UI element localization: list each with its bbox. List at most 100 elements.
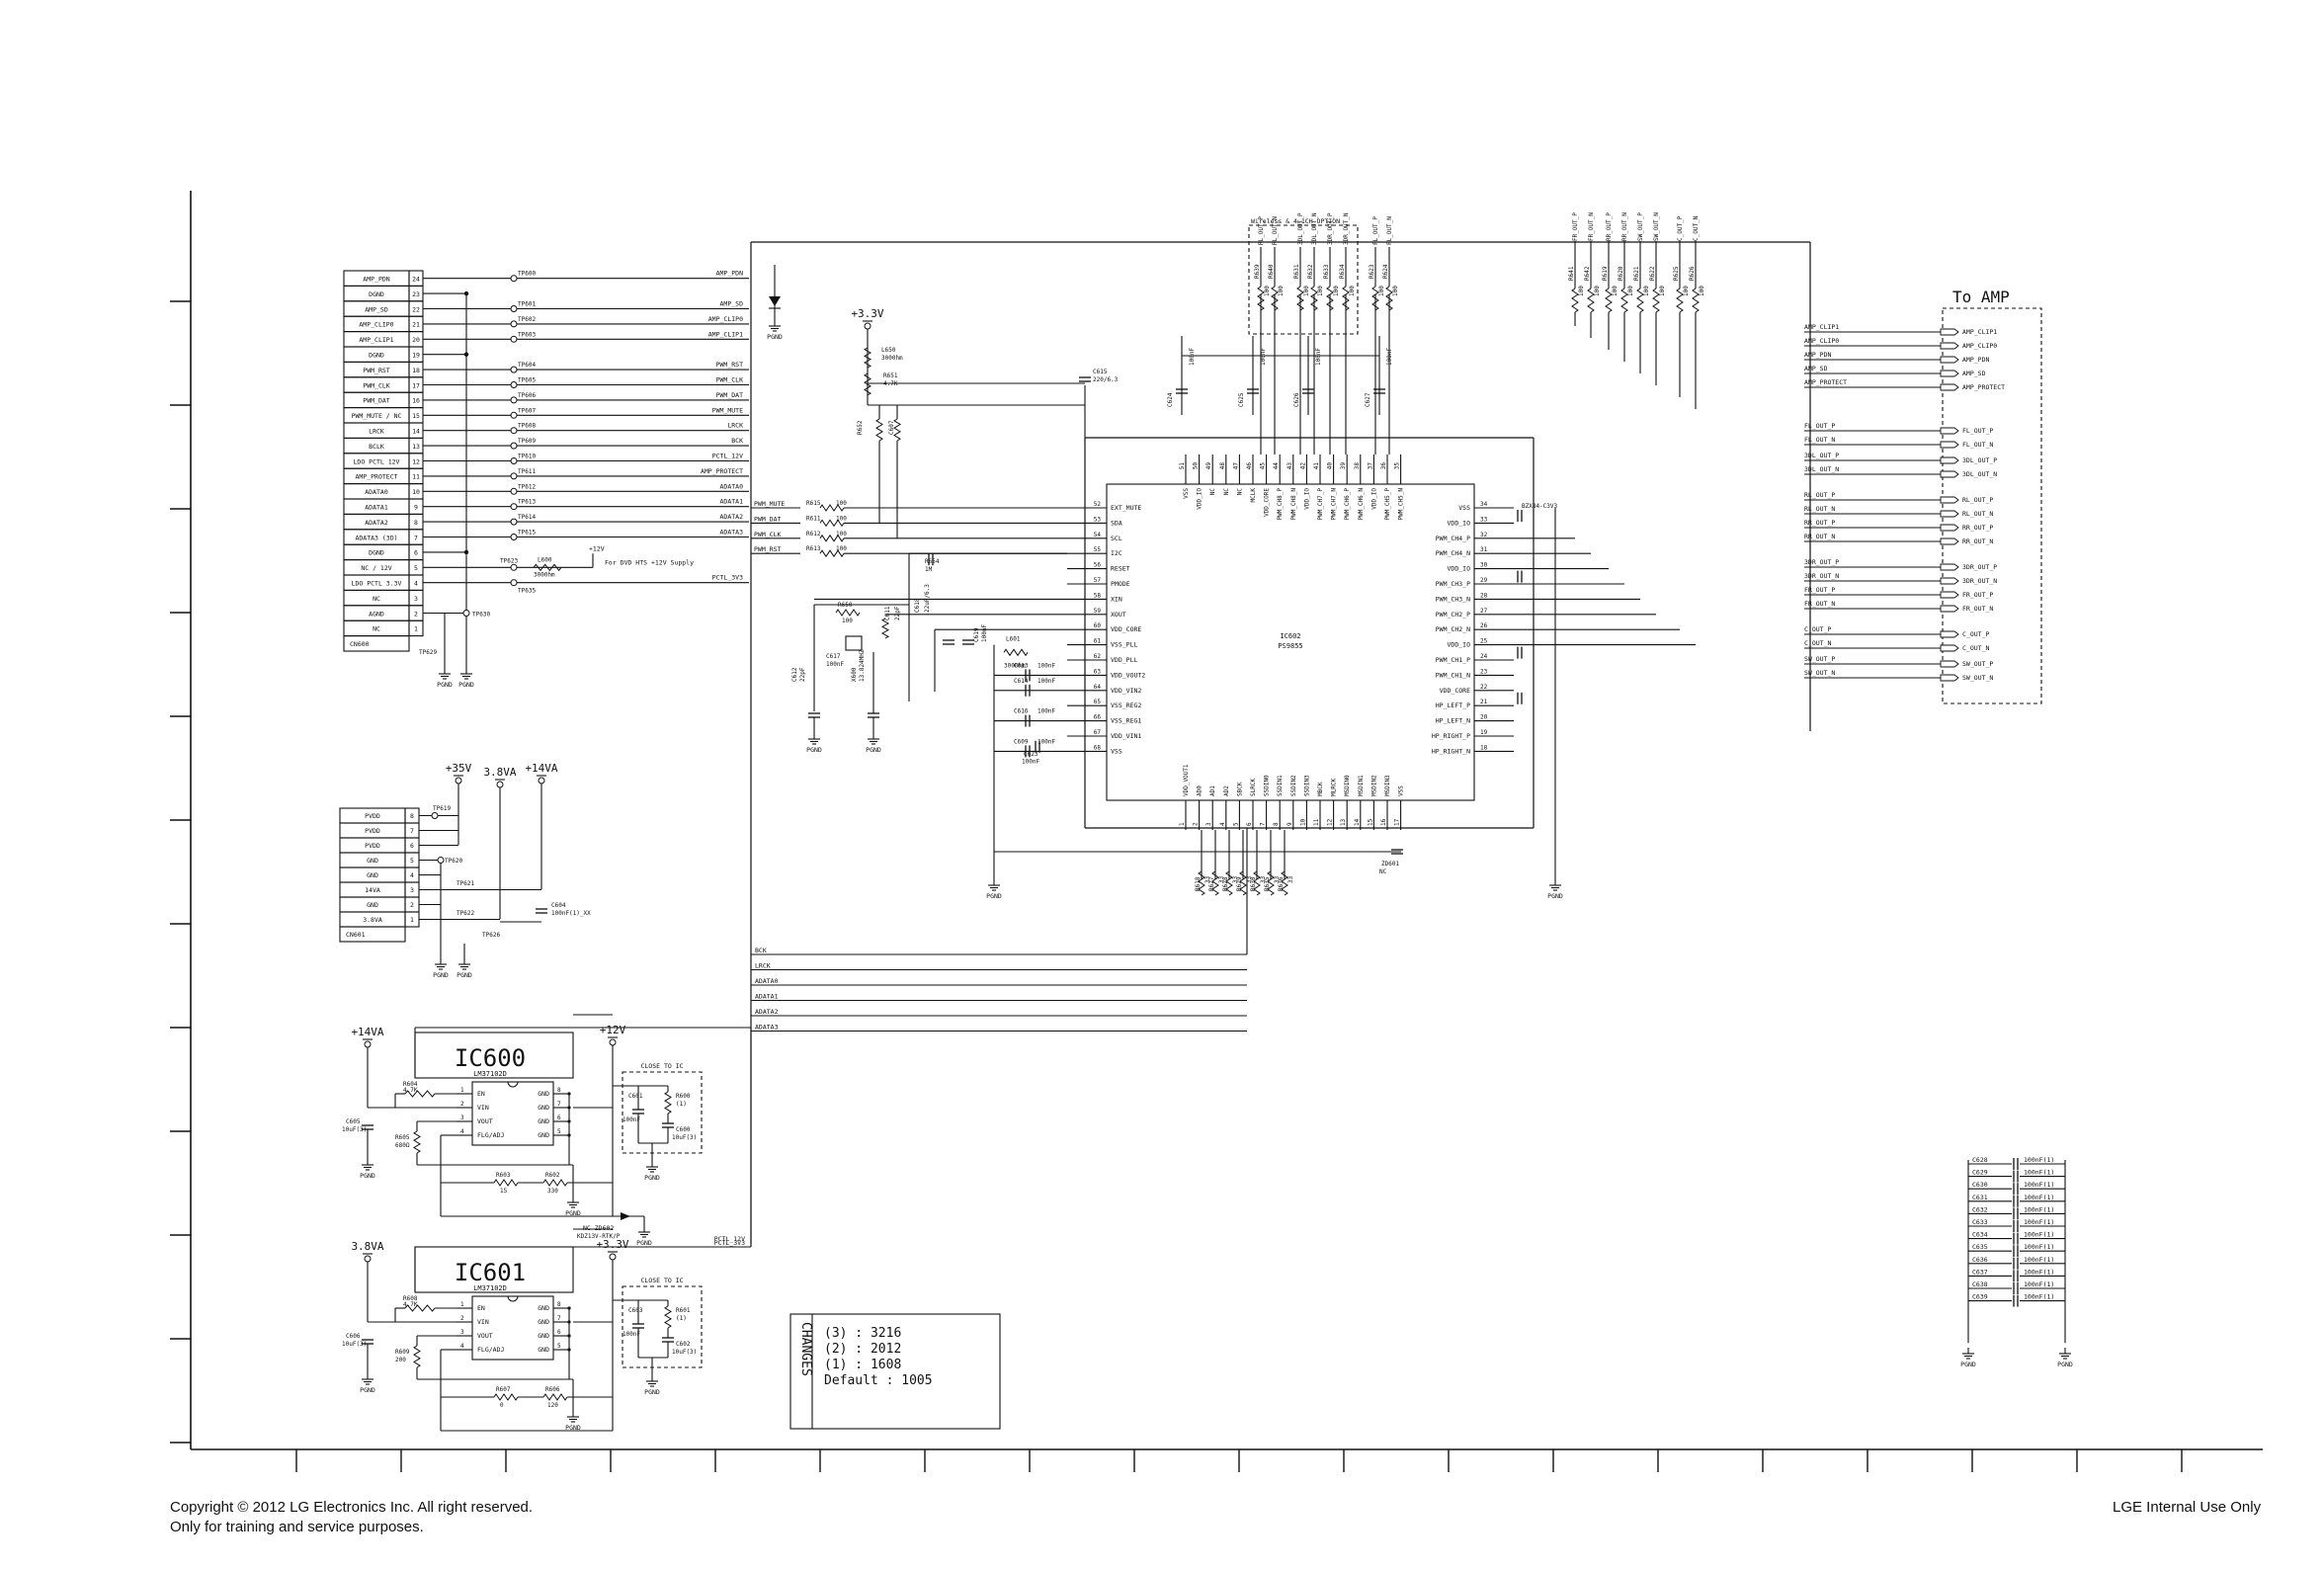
test-point-label: TP614 xyxy=(518,514,536,521)
part-label: C623 xyxy=(1024,751,1038,758)
part-label: C626 xyxy=(1293,392,1300,407)
ic-pin-number: 4 xyxy=(460,1343,464,1350)
part-label: (1) xyxy=(676,1101,687,1108)
ic602-pin-name: VDD_VIN1 xyxy=(1111,732,1141,740)
cn600-pin-number: 24 xyxy=(412,276,420,284)
ground-symbol: PGND xyxy=(360,1373,375,1394)
ic602-pin-number: 39 xyxy=(1340,462,1347,470)
part-label: R604 xyxy=(403,1081,418,1088)
part-label: 22uF/6.3 xyxy=(924,584,931,613)
ic602-pin-number: 42 xyxy=(1299,462,1306,470)
cap-ref: C638 xyxy=(1972,1280,1988,1288)
ic602-pin-number: 6 xyxy=(1246,822,1253,826)
cn600-pin-name: NC xyxy=(373,625,380,633)
ic-pin-number: 1 xyxy=(460,1087,464,1094)
ic602-pin-name: XOUT xyxy=(1111,611,1126,619)
net-label: RL_OUT_P xyxy=(1258,216,1265,245)
ground-symbol: PGND xyxy=(986,879,1002,900)
ic602-pin-name: NC xyxy=(1223,488,1230,496)
ground-label: PGND xyxy=(1960,1361,1976,1368)
test-point-label: TP606 xyxy=(518,392,536,399)
ic602-pin-name: XIN xyxy=(1111,595,1122,603)
part-label: 200 xyxy=(395,1357,406,1363)
cn601-pin-number: 5 xyxy=(410,857,414,865)
crystal xyxy=(845,635,863,651)
changes-line: (2) : 2012 xyxy=(824,1342,901,1357)
cn600-pin-name: LDO PCTL 3.3V xyxy=(352,580,402,588)
net-label: PWM_DAT xyxy=(716,391,743,399)
capacitor xyxy=(1025,714,1031,727)
net-label: PWM_MUTE xyxy=(712,406,743,414)
ic602-pin-number: 44 xyxy=(1273,462,1280,470)
net-label: 3DR_OUT_N xyxy=(1343,212,1350,245)
resistor-value: 100 xyxy=(1333,286,1340,296)
cn601-pin-number: 6 xyxy=(410,842,414,850)
resistor-ref: R624 xyxy=(1382,264,1389,279)
resistor-ref: R625 xyxy=(1673,266,1680,281)
connector-flag xyxy=(1940,456,1959,464)
part-label: 100nF xyxy=(1315,348,1322,366)
part-label: 100nF xyxy=(1260,348,1267,366)
ic-pin-number: 3 xyxy=(460,1115,464,1121)
ic602-pin-name: VSS xyxy=(1183,488,1190,499)
ic602-pin-number: 25 xyxy=(1480,638,1488,645)
net-label: ADATA1 xyxy=(755,993,779,1001)
part-label: 0 xyxy=(500,1402,504,1409)
cn601-pin-name: PVDD xyxy=(365,827,380,835)
ic602-pin-name: MLRCK xyxy=(1331,779,1338,796)
resistor xyxy=(1636,288,1644,313)
part-label: C603 xyxy=(628,1307,643,1314)
ground-label: PGND xyxy=(636,1239,652,1247)
ic602-pin-number: 38 xyxy=(1354,462,1361,470)
ic-ref: IC600 xyxy=(455,1044,526,1072)
ic602-body xyxy=(1106,483,1475,801)
ic602-pin-name: PWM_CH2_N xyxy=(1436,625,1470,633)
ic602-pin-number: 22 xyxy=(1480,684,1488,691)
net-label: FL_OUT_P xyxy=(1372,216,1379,245)
net-label: 3DR_OUT_P xyxy=(1327,212,1334,245)
resistor-value: 100 xyxy=(1612,286,1618,296)
connector-flag xyxy=(1940,328,1959,336)
net-label: RL_OUT_N xyxy=(1272,216,1279,245)
net-label: ADATA2 xyxy=(755,1008,779,1016)
capacitor xyxy=(1517,570,1523,583)
rail-label: +12V xyxy=(600,1024,626,1036)
test-point-label: TP608 xyxy=(518,423,536,430)
resistor xyxy=(664,1305,672,1329)
cn600-pin-number: 2 xyxy=(414,610,418,618)
part-label: C618 xyxy=(914,598,921,613)
ic602-pin-name: MBCK xyxy=(1317,782,1324,796)
part-label: C601 xyxy=(628,1093,643,1100)
ic602-pin-name: SCL xyxy=(1111,535,1122,542)
resistor xyxy=(1326,286,1334,311)
cn600-pin-number: 5 xyxy=(414,564,418,572)
ic-pin-name: GND xyxy=(538,1104,549,1112)
net-label: LRCK xyxy=(727,422,743,430)
ic602-pin-name: PWM_CH8_P xyxy=(1277,488,1284,521)
ic602-pin-name: VDD_IO xyxy=(1448,641,1471,649)
ic602-ref: IC602 xyxy=(1280,632,1300,640)
part-label: BZX84-C3V3 xyxy=(1522,503,1558,510)
rail-terminal xyxy=(364,1040,372,1048)
resistor xyxy=(404,1304,436,1312)
part-label: R603 xyxy=(496,1172,511,1179)
net-label: 3DL_OUT_P xyxy=(1297,212,1304,245)
net-label: PCTL_12V xyxy=(712,453,743,460)
ground-label: PGND xyxy=(565,1424,581,1432)
test-point xyxy=(510,442,518,450)
cn600-pin-number: 12 xyxy=(412,457,420,465)
ic602-pin-name: VDD_IO xyxy=(1197,488,1204,510)
cn601-pin-number: 8 xyxy=(410,812,414,820)
cn600-pin-number: 22 xyxy=(412,305,420,313)
ic-pin-number: 6 xyxy=(557,1115,561,1121)
power-rail: +12V xyxy=(600,1024,626,1056)
ic602-pin-number: 16 xyxy=(1380,818,1387,826)
cn600-pin-number: 18 xyxy=(412,367,420,374)
net-label: AMP_PDN xyxy=(716,270,743,278)
test-point xyxy=(510,275,518,283)
ic602-pin-name: PWM_CH8_N xyxy=(1290,488,1297,521)
rail-terminal xyxy=(538,777,545,784)
ic602-pin-number: 15 xyxy=(1367,818,1373,826)
part-label: 3000hm xyxy=(534,571,555,578)
